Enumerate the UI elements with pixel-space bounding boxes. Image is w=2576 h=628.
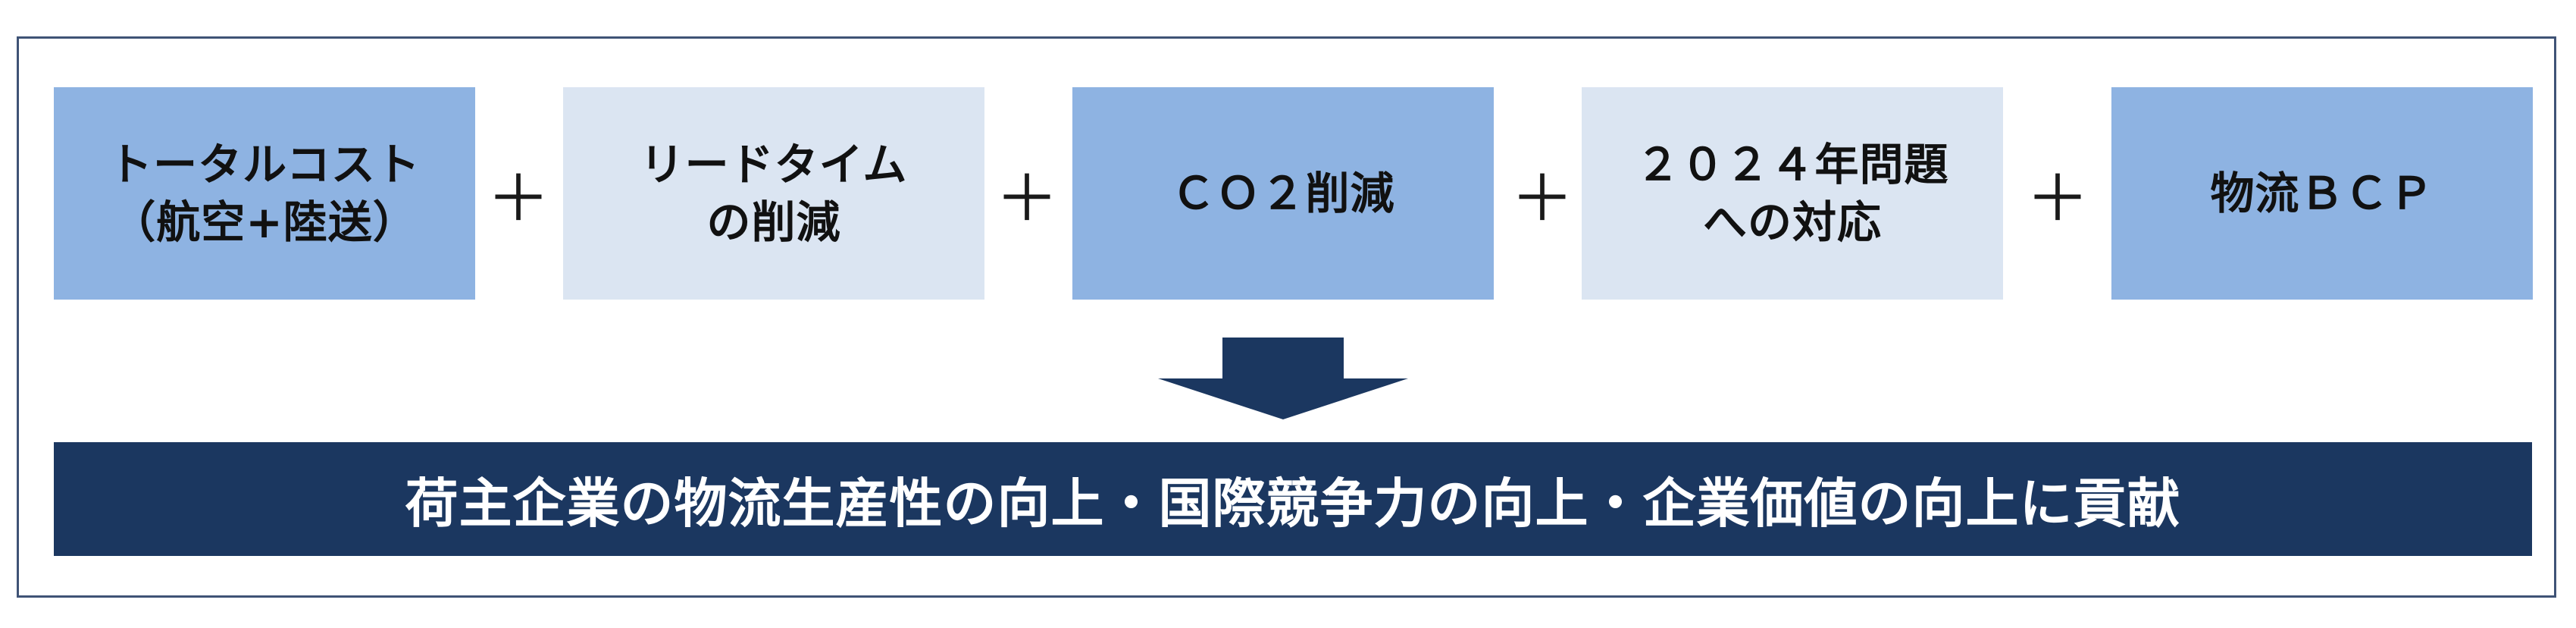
box-logistics-bcp-line-1: 物流ＢＣＰ [2210,168,2434,219]
box-2024-problem-line-1: ２０２４年問題 [1635,139,1949,190]
box-co2-reduction-line-1: ＣＯ２削減 [1171,168,1395,219]
box-2024-problem-line-2: への対応 [1702,196,1882,248]
box-total-cost: トータルコスト （航空+陸送） [54,87,475,300]
result-banner: 荷主企業の物流生産性の向上・国際競争力の向上・企業価値の向上に貢献 [54,442,2532,556]
down-arrow-icon [1158,338,1408,419]
box-logistics-bcp: 物流ＢＣＰ [2111,87,2533,300]
plus-sign-2: ＋ [994,161,1059,236]
box-total-cost-line-1: トータルコスト [108,139,421,190]
box-lead-time-line-1: リードタイム [640,139,908,190]
box-lead-time-line-2: の削減 [706,196,841,248]
box-2024-problem: ２０２４年問題 への対応 [1582,87,2003,300]
box-lead-time: リードタイム の削減 [563,87,984,300]
plus-sign-4: ＋ [2025,161,2089,236]
box-total-cost-line-2: （航空+陸送） [111,196,418,248]
plus-sign-1: ＋ [486,161,550,236]
plus-sign-3: ＋ [1510,161,1574,236]
box-co2-reduction: ＣＯ２削減 [1072,87,1494,300]
